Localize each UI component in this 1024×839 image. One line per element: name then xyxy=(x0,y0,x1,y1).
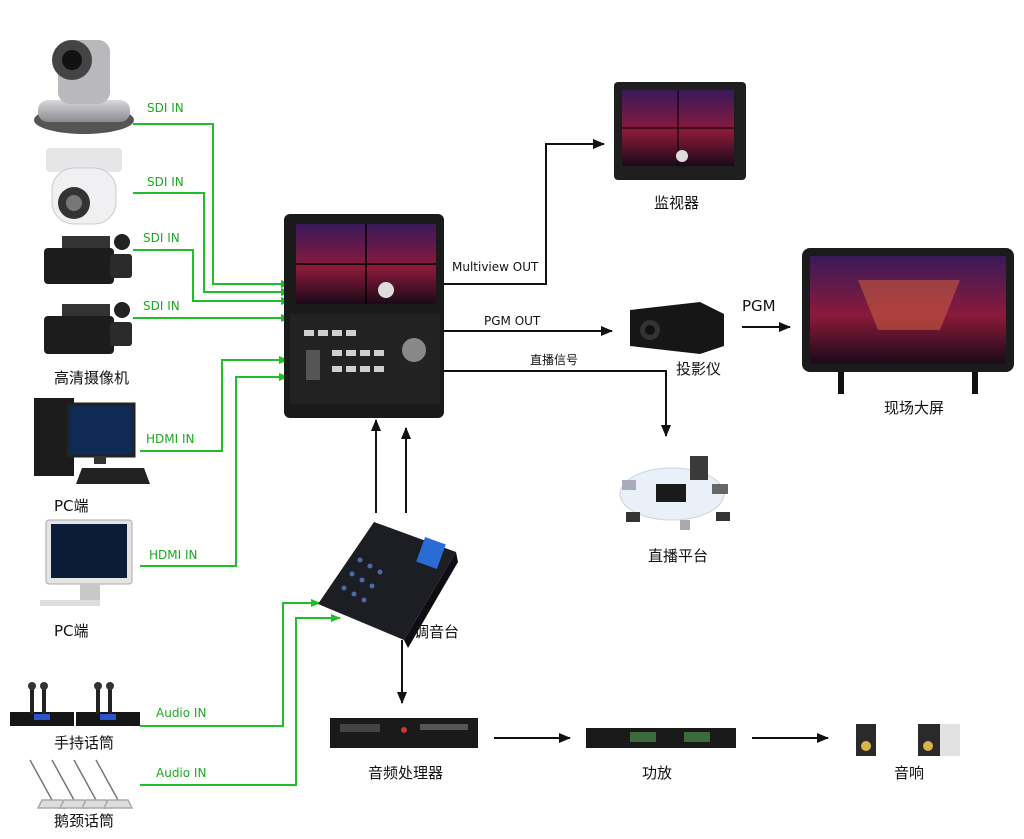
amplifier-icon xyxy=(586,728,736,748)
big-screen-label: 现场大屏 xyxy=(884,399,944,417)
projector-icon xyxy=(630,302,724,354)
desktop-pc-icon xyxy=(34,398,150,484)
mixer-label: 调音台 xyxy=(414,623,459,641)
handheld-mic-icon xyxy=(10,682,140,726)
live-platform-cloud-icon xyxy=(619,456,730,530)
sdi-line-1 xyxy=(133,123,291,288)
gooseneck-mic-icon xyxy=(29,759,134,809)
ptz-camera-1-icon xyxy=(34,40,134,134)
pgm-label: PGM xyxy=(742,297,776,315)
amplifier-label: 功放 xyxy=(642,764,672,782)
sdi-label-1: SDI IN xyxy=(147,101,184,115)
projector-label: 投影仪 xyxy=(676,360,721,378)
audio-processor-icon xyxy=(330,718,478,748)
hdmi-line-1 xyxy=(140,356,289,452)
speaker-icon xyxy=(856,724,960,756)
monitor-label: 监视器 xyxy=(654,194,699,212)
sdi-label-3: SDI IN xyxy=(143,231,180,245)
imac-icon xyxy=(40,519,133,606)
sdi-label-4: SDI IN xyxy=(143,299,180,313)
hd-camera-label: 高清摄像机 xyxy=(54,369,129,387)
camcorder-2-icon xyxy=(44,302,132,354)
monitor-icon xyxy=(614,82,746,180)
gooseneck-mic-label: 鹅颈话筒 xyxy=(54,812,114,830)
dome-camera-icon xyxy=(46,148,122,225)
live-signal-line xyxy=(444,370,671,437)
live-signal-label: 直播信号 xyxy=(530,353,578,367)
audio-line-1 xyxy=(140,599,321,727)
hdmi-label-2: HDMI IN xyxy=(149,548,198,562)
pc-label-1: PC端 xyxy=(54,497,89,515)
pgm-out-label: PGM OUT xyxy=(484,314,541,328)
black-signal-lines xyxy=(371,139,829,743)
audio-line-2 xyxy=(140,614,341,786)
green-signal-lines xyxy=(133,123,341,786)
handheld-mic-label: 手持话筒 xyxy=(54,734,114,752)
multiview-label: Multiview OUT xyxy=(452,260,539,274)
audio-mixer-icon xyxy=(318,522,458,648)
big-screen-icon xyxy=(802,248,1014,394)
hdmi-line-2 xyxy=(140,373,289,567)
sdi-label-2: SDI IN xyxy=(147,175,184,189)
multiview-line xyxy=(444,139,605,285)
speaker-label: 音响 xyxy=(894,764,924,782)
sdi-line-3 xyxy=(133,249,291,305)
audio-label-2: Audio IN xyxy=(156,766,206,780)
sdi-line-2 xyxy=(133,192,291,296)
pc-label-2: PC端 xyxy=(54,622,89,640)
hdmi-label-1: HDMI IN xyxy=(146,432,195,446)
audio-processor-label: 音频处理器 xyxy=(368,764,443,782)
video-switcher-icon xyxy=(284,214,444,418)
audio-label-1: Audio IN xyxy=(156,706,206,720)
camcorder-1-icon xyxy=(44,234,132,284)
live-platform-label: 直播平台 xyxy=(648,547,708,565)
